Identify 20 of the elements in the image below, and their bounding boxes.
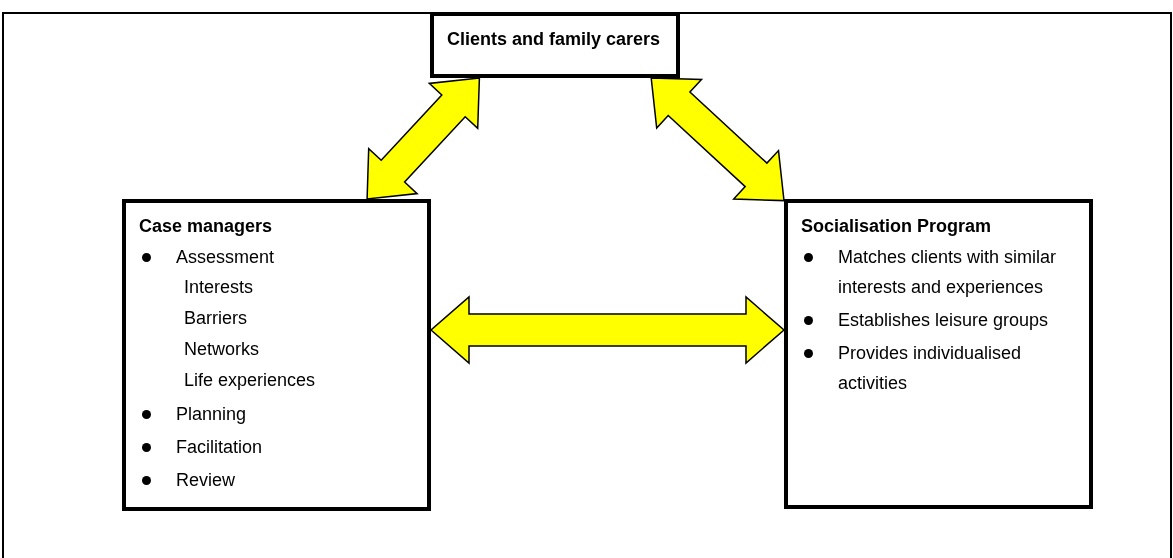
- box-heading: Clients and family carers: [447, 28, 661, 51]
- double-arrow: [429, 295, 786, 365]
- list-item: Review: [176, 469, 236, 492]
- box-heading: Socialisation Program: [801, 215, 992, 238]
- sub-item: Life experiences: [184, 369, 316, 392]
- text-box: [430, 12, 680, 78]
- list-item: Establishes leisure groups: [838, 309, 1049, 332]
- sub-item: Networks: [184, 338, 259, 361]
- list-item: Facilitation: [176, 436, 263, 459]
- list-item: Planning: [176, 403, 247, 426]
- list-item: Matches clients with similar interests and experiences: [838, 246, 1058, 299]
- double-arrow: [366, 77, 481, 200]
- box-heading: Case managers: [139, 215, 273, 238]
- list-item: Provides individualised activities: [838, 342, 1023, 395]
- list-item: Assessment: [176, 246, 275, 269]
- text-box: [122, 199, 431, 511]
- sub-item: Barriers: [184, 307, 247, 330]
- sub-item: Interests: [184, 276, 254, 299]
- text-box: [784, 199, 1093, 509]
- double-arrow: [650, 77, 785, 202]
